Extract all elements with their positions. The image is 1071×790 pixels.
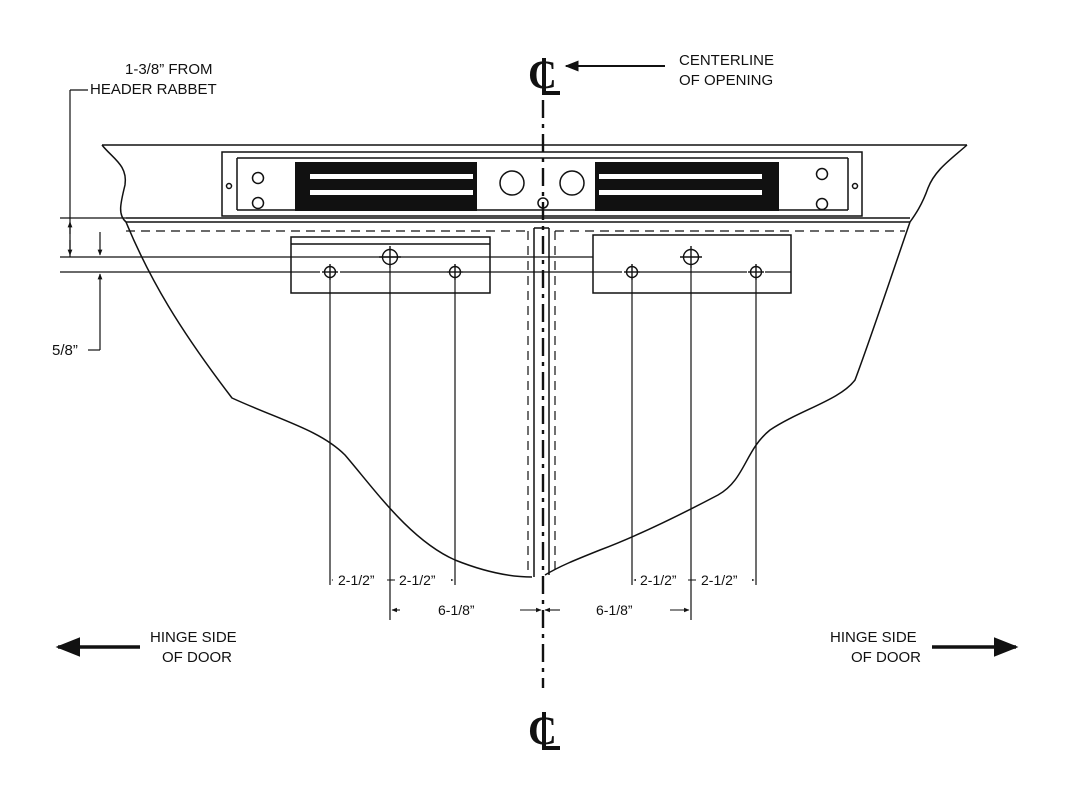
header-note-line2: HEADER RABBET (90, 81, 217, 98)
hinge-left-line1: HINGE SIDE (150, 629, 237, 646)
hole-marks (322, 246, 764, 280)
header-frame (101, 144, 968, 223)
offset-note: 5/8” (52, 342, 78, 359)
offset-note-leader (88, 273, 103, 351)
dim-left-inner: 2-1/2” (399, 572, 436, 588)
armature-plate-right (592, 234, 792, 294)
header-note-leader (69, 89, 88, 257)
mounting-holes (251, 167, 829, 211)
hinge-left-line2: OF DOOR (162, 649, 232, 666)
centerline-label-line2: OF OPENING (679, 72, 773, 89)
extension-lines (329, 268, 757, 620)
dim-left-outer: 2-1/2” (338, 572, 375, 588)
reference-lines (60, 217, 791, 273)
magnet-coil-right (595, 162, 779, 211)
dim-right-inner: 2-1/2” (640, 572, 677, 588)
door-outline (125, 221, 911, 578)
hole-right-a (624, 264, 640, 280)
header-rabbet-dimension (67, 221, 103, 256)
hole-left-a (322, 264, 338, 280)
door-edge-dashed (126, 230, 905, 575)
hinge-right-line1: HINGE SIDE (830, 629, 917, 646)
hole-right-c (748, 264, 764, 280)
dim-right-span: 6-1/8” (596, 602, 633, 618)
dim-left-span: 6-1/8” (438, 602, 475, 618)
centerline-label-line1: CENTERLINE (679, 52, 774, 69)
hole-left-b (379, 246, 401, 268)
hinge-right-line2: OF DOOR (851, 649, 921, 666)
dim-right-outer: 2-1/2” (701, 572, 738, 588)
hole-left-c (447, 264, 463, 280)
centerline-symbol-top: C (528, 52, 560, 97)
hole-right-b (680, 246, 702, 268)
header-note-line1: 1-3/8” FROM (125, 61, 213, 78)
magnet-coil-left (295, 162, 477, 211)
centerline-symbol-bottom: C (528, 708, 560, 753)
